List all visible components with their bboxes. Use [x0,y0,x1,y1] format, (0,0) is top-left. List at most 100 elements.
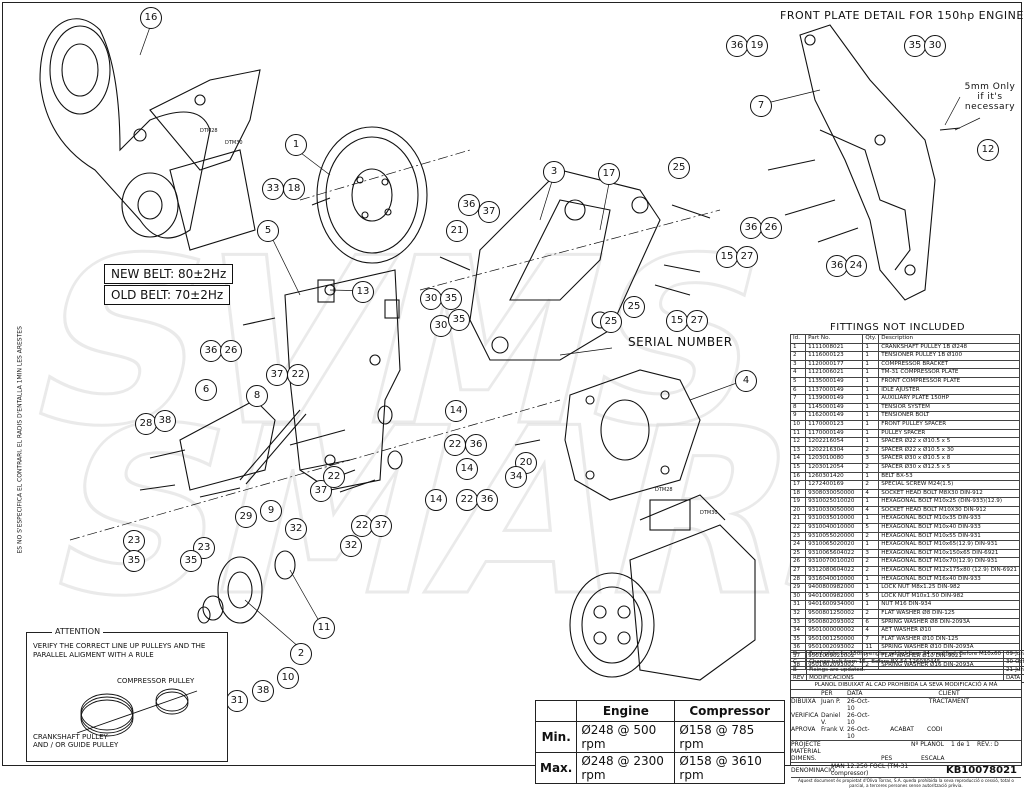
planol-label: Nº PLANOL [911,741,951,748]
part-id: 22 [791,524,806,533]
part-qty: 1 [863,343,879,352]
balloon-21: 21 [446,220,468,242]
part-number: 1120000177 [806,360,863,369]
part-id: 9 [791,412,806,421]
material-label: MATERIAL [791,748,831,755]
part-number: 9308030050000 [806,489,863,498]
part-description: TENSIONER PULLEY 1B Ø100 [879,352,1020,361]
part-number: 1139000149 [806,395,863,404]
part-id: 27 [791,567,806,576]
part-description: SPACER Ø30 x Ø10.5 x 8 [879,455,1020,464]
part-description: IDLE AJUSTER [879,386,1020,395]
part-id: 25 [791,549,806,558]
balloon-25: 25 [668,157,690,179]
part-description: HEXAGONAL BOLT M10x150x65 DIN-6921 [879,549,1020,558]
belt-16 [40,19,210,238]
rev-letter: B [791,667,807,675]
part-qty: 6 [863,618,879,627]
balloon-7: 7 [750,95,772,117]
balloon-38: 38 [154,410,176,432]
balloon-36: 36 [458,194,480,216]
crankshaft-pulley-1 [317,127,427,263]
part-qty: 1 [863,360,879,369]
part-qty: 2 [863,558,879,567]
balloon-35: 35 [904,35,926,57]
balloon-14: 14 [445,400,467,422]
balloon-10: 10 [277,667,299,689]
part-qty: 1 [863,412,879,421]
crank-pulley-small [50,26,110,114]
part-description: SPECIAL SCREW M24(1.5) [879,481,1020,490]
balloon-25: 25 [600,311,622,333]
part-id: 26 [791,558,806,567]
balloon-36: 36 [476,489,498,511]
part-number: 9310065604022 [806,549,863,558]
part-qty: 2 [863,610,879,619]
part-number: 9310055020000 [806,532,863,541]
part-description: FRONT PULLEY SPACER [879,420,1020,429]
attention-line2: PARALLEL ALIGMENT WITH A RULE [33,651,154,659]
part-qty: 1 [863,601,879,610]
part-qty: 1 [863,352,879,361]
part-qty: 1 [863,403,879,412]
balloon-22: 22 [456,489,478,511]
compressor-body [630,525,755,680]
rpm-max-label: Max. [536,753,577,784]
part-qty: 2 [863,567,879,576]
part-number: 9501001250000 [806,635,863,644]
part-number: 1116000123 [806,352,863,361]
part-number: 1162000149 [806,412,863,421]
part-number: 9312080604022 [806,567,863,576]
title-block: PLANOL DIBUIXAT AL CAD PROHIBIDA LA SEVA… [790,680,1022,766]
rpm-min-label: Min. [536,722,577,753]
acabat-label: ACABAT [877,726,927,740]
ownership-footer: Aquest document és propietat d'Oliva Tor… [791,777,1021,788]
rpm-col-blank [536,701,577,722]
rev-date: 21-Jun-12 [1003,667,1024,675]
escala-label: ESCALA [921,755,951,762]
part-id: 33 [791,618,806,627]
pulley-alignment-sketch [67,683,207,743]
drawing-number: KB10078021 [946,765,1021,776]
balloon-30: 30 [924,35,946,57]
balloon-35: 35 [123,550,145,572]
part-id: 17 [791,481,806,490]
dibuixa-date: 26-Oct-10 [847,698,877,712]
client-label: CLIENT [877,690,1021,697]
part-description: COMPRESSOR BRACKET [879,360,1020,369]
note-5mm: 5mm Only if it's necessary [960,82,1020,112]
part-description: HEXAGONAL BOLT M10x65(12.9) DIN-931 [879,541,1020,550]
balloon-36: 36 [200,340,222,362]
part-id: 13 [791,446,806,455]
part-qty: 2 [863,481,879,490]
part-number: 1145000149 [806,403,863,412]
part-number: 9401000982000 [806,592,863,601]
part-number: 1111008021 [806,343,863,352]
verifica-date: 26-Oct-10 [847,712,877,726]
part-description: HEXAGONAL BOLT M10x40 DIN-933 [879,524,1020,533]
sheet-of: 1 de 1 [951,741,977,748]
per-label: PER [821,690,847,697]
part-description: CRANKSHAFT PULLEY 1B Ø248 [879,343,1020,352]
balloon-18: 18 [283,178,305,200]
balloon-31: 31 [226,690,248,712]
part-description: HEXAGONAL BOLT M16x40 DIN-933 [879,575,1020,584]
balloon-15: 15 [716,246,738,268]
balloon-36: 36 [465,434,487,456]
part-number: 9400800982000 [806,584,863,593]
balloon-5: 5 [257,220,279,242]
part-qty: 1 [863,472,879,481]
rev-description: Fixings are updated. [807,667,1004,675]
part-id: 11 [791,429,806,438]
part-description: LOCK NUT M8x1.25 DIN-982 [879,584,1020,593]
balloon-35: 35 [180,550,202,572]
part-qty: 1 [863,377,879,386]
